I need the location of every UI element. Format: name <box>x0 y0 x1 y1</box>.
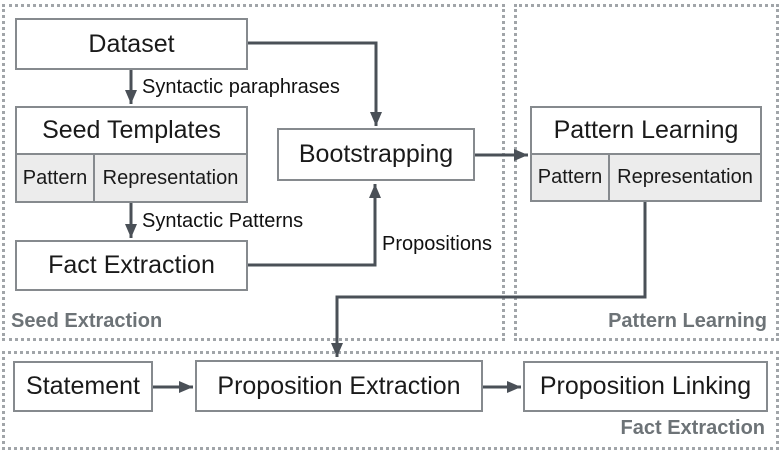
node-bootstrapping-label: Bootstrapping <box>298 140 454 168</box>
node-seed-templates-pattern-label: Pattern <box>22 166 88 189</box>
section-label-pattern-learning: Pattern Learning <box>608 310 767 332</box>
node-fact-extraction-label: Fact Extraction <box>48 251 215 279</box>
node-seed-templates-label: Seed Templates <box>42 116 221 144</box>
section-pattern-learning: Pattern Learning <box>514 4 779 341</box>
node-pattern-learning-representation-label: Representation <box>617 166 753 188</box>
node-proposition-linking-label: Proposition Linking <box>539 372 752 400</box>
section-seed-extraction: Seed Extraction <box>2 4 505 341</box>
node-seed-templates-representation-label: Representation <box>102 166 239 189</box>
node-proposition-extraction-label: Proposition Extraction <box>217 371 461 400</box>
edge-label-propositions: Propositions <box>382 233 493 255</box>
node-pattern-learning-pattern-cell: Pattern <box>530 153 610 202</box>
edge-label-syntactic-paraphrases: Syntactic paraphrases <box>142 76 340 98</box>
node-seed-templates-pattern-cell: Pattern <box>15 153 95 203</box>
node-pattern-learning-pattern-label: Pattern <box>537 166 603 188</box>
node-seed-templates-representation-cell: Representation <box>93 153 248 203</box>
node-bootstrapping: Bootstrapping <box>277 128 475 181</box>
node-dataset: Dataset <box>15 18 248 70</box>
node-seed-templates: Seed Templates <box>15 106 248 155</box>
node-pattern-learning: Pattern Learning <box>530 106 762 155</box>
node-pattern-learning-representation-cell: Representation <box>608 153 762 202</box>
section-label-seed-extraction: Seed Extraction <box>11 310 163 332</box>
node-fact-extraction: Fact Extraction <box>15 240 248 291</box>
edge-label-syntactic-patterns: Syntactic Patterns <box>142 210 304 232</box>
section-label-fact-extraction: Fact Extraction <box>620 417 765 439</box>
node-dataset-label: Dataset <box>88 29 175 58</box>
node-pattern-learning-label: Pattern Learning <box>553 116 739 144</box>
node-proposition-extraction: Proposition Extraction <box>195 360 483 412</box>
node-proposition-linking: Proposition Linking <box>523 361 768 412</box>
node-statement: Statement <box>13 361 153 412</box>
node-statement-label: Statement <box>26 372 140 400</box>
